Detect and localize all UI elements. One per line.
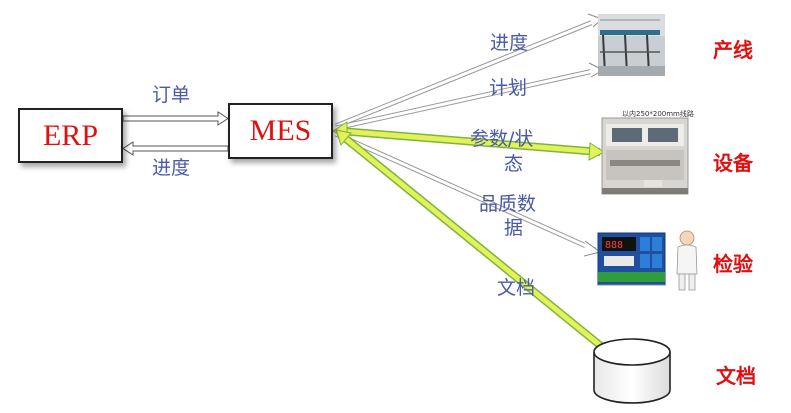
quality-label-line1: 品质数 [479,193,537,215]
machine-caption: 以内250*200mm线路 [622,109,694,118]
equipment-machine-image [601,117,689,195]
target-equipment-label: 设备 [713,151,753,175]
target-line-label: 产线 [713,38,753,62]
progress-label: 进度 [490,32,529,54]
quality-label-line2: 据 [504,217,524,239]
quality-arrow [334,131,602,257]
params-label-line1: 参数/状 [470,128,534,150]
params-label-line2: 态 [504,153,524,175]
mes-node: MES [228,103,333,159]
production-line-image [598,14,665,76]
docs-label: 文档 [497,277,536,299]
plan-label: 计划 [489,77,528,99]
order-arrow [122,111,229,126]
params-arrow [332,121,605,161]
inspector-person-icon [676,230,698,291]
progress-arrow [335,13,603,129]
progress-back-arrow [122,141,229,156]
erp-node: ERP [18,108,123,163]
svg-text:888: 888 [605,240,623,251]
progress-left-label: 进度 [152,157,191,179]
target-docs-label: 文档 [716,364,756,388]
order-label: 订单 [152,84,191,106]
inspection-board-image: 888 [597,232,666,286]
target-inspection-label: 检验 [713,252,753,276]
document-database-icon [593,338,671,404]
